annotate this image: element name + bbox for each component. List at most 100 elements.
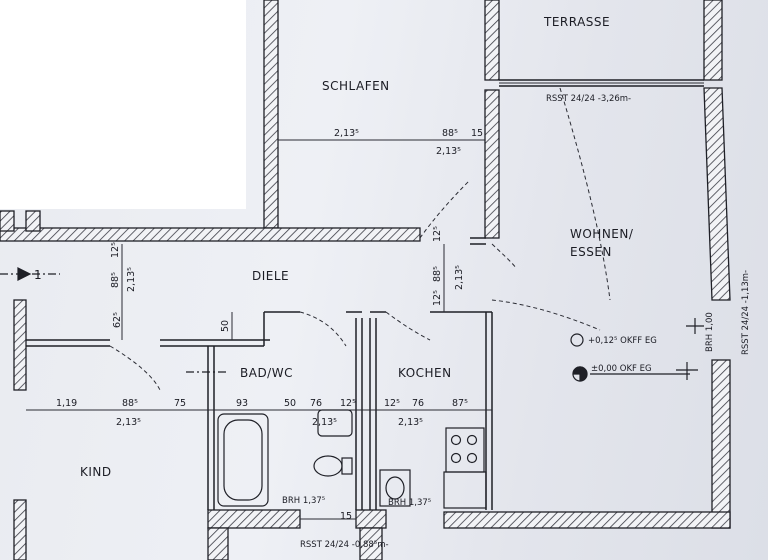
wall-bottom-wohnen — [443, 511, 731, 529]
stove-burner-4-icon — [466, 452, 478, 464]
wall-bottom-mid-pier — [359, 527, 383, 560]
stove-burner-2-icon — [466, 434, 478, 446]
wall-diele-top — [0, 227, 421, 242]
dim-schlafen-wall: 15 — [471, 128, 483, 139]
blank-corner — [0, 0, 246, 209]
brh-kochen-label: BRH 1,37⁵ — [388, 498, 431, 508]
wall-bad-right — [355, 318, 363, 510]
door-kochen-swing — [385, 311, 431, 341]
wohnen-diagonal — [491, 299, 601, 331]
kitchen-sink-icon — [379, 469, 411, 507]
room-labels: TERRASSE SCHLAFEN WOHNEN/ ESSEN DIELE BA… — [80, 15, 634, 479]
rsst-top-label: RSST 24/24 -3,26m- — [546, 94, 631, 104]
dim-bottom-15: 15 — [340, 511, 352, 522]
wall-schlafen-door-jamb — [470, 237, 486, 245]
stove-icon — [445, 427, 485, 473]
bathtub-inner-icon — [223, 419, 263, 501]
level-okf-fill-2-icon — [572, 366, 581, 375]
dimension-labels: 2,13⁵ 88⁵ 2,13⁵ 15 88⁵ 2,13⁵ 12⁵ 12⁵ 88⁵… — [56, 128, 483, 522]
stove-burner-3-icon — [450, 452, 462, 464]
entrance-number: 1 — [34, 268, 42, 282]
dim-bad-door-height: 2,13⁵ — [312, 417, 337, 428]
interior-walls — [26, 79, 704, 510]
room-label-kind: KIND — [80, 465, 112, 479]
room-label-kochen: KOCHEN — [398, 366, 452, 380]
walls — [0, 0, 731, 560]
dim-kind-door-height: 2,13⁵ — [116, 417, 141, 428]
dim-diele-door-width: 88⁵ — [110, 272, 121, 288]
dim-schlafen-door-height: 2,13⁵ — [436, 146, 461, 157]
wall-terrasse-threshold — [499, 79, 704, 87]
door-schlafen-swing — [419, 179, 471, 239]
door-swings — [109, 87, 611, 391]
terrasse-diagonal — [559, 87, 611, 301]
wall-kind-top — [26, 339, 270, 347]
dim-row-75: 75 — [174, 398, 186, 409]
dim-row-50: 50 — [284, 398, 296, 409]
okf-label: ±0,00 OKF EG — [591, 364, 652, 374]
dim-row-76b: 76 — [412, 398, 424, 409]
kitchen-sink-bowl-icon — [385, 476, 405, 500]
wall-schlafen-left — [263, 0, 279, 229]
okff-label: +0,12⁵ OKFF EG — [588, 336, 657, 346]
wall-bad-top — [263, 311, 362, 346]
rsst-bottom-label: RSST 24/24 -0,88⁵m- — [300, 540, 389, 550]
wall-bottom-left-pier — [207, 527, 229, 560]
level-okf-fill-icon — [579, 366, 588, 382]
dim-diele-door-height: 2,13⁵ — [126, 267, 137, 292]
wall-bottom-bad — [207, 509, 301, 529]
wall-stub-left — [0, 210, 15, 232]
stove-burner-1-icon — [450, 434, 462, 446]
annotations: RSST 24/24 -3,26m- RSST 24/24 -1,13m- RS… — [34, 94, 751, 550]
dim-row-76a: 76 — [310, 398, 322, 409]
wall-left-kind-2 — [13, 499, 27, 560]
wall-kochen-right-outer — [711, 359, 731, 529]
kitchen-counter-icon — [443, 471, 487, 509]
dim-schlafen-height: 2,13⁵ — [334, 128, 359, 139]
wall-kochen-right — [485, 312, 493, 510]
dim-schlafen-door-width: 88⁵ — [442, 128, 458, 139]
dim-row-1-19: 1,19 — [56, 398, 77, 409]
dim-corner-door-height: 12⁵ — [432, 226, 443, 242]
room-label-schlafen: SCHLAFEN — [322, 79, 390, 93]
room-label-wohnen: WOHNEN/ — [570, 227, 634, 241]
dim-diele-left-62: 62⁵ — [112, 312, 123, 328]
toilet-icon — [313, 455, 343, 477]
dim-kochen-door-height: 2,13⁵ — [398, 417, 423, 428]
toilet-tank-icon — [341, 457, 353, 475]
door-bad-swing — [299, 311, 347, 347]
door-kind-swing — [109, 345, 161, 391]
dim-row-88: 88⁵ — [122, 398, 138, 409]
fixtures — [217, 409, 487, 509]
wall-bottom-mid — [355, 509, 387, 529]
wall-terrasse-right — [703, 0, 723, 81]
dim-wohnen-door-width: 88⁵ — [432, 266, 443, 282]
dim-row-87: 87⁵ — [452, 398, 468, 409]
room-label-bad: BAD/WC — [240, 366, 293, 380]
door-wohnen-swing — [491, 243, 517, 269]
wall-schlafen-right-lower — [484, 89, 500, 239]
dim-diele-wall: 12⁵ — [110, 242, 121, 258]
dim-wohnen-door-height: 2,13⁵ — [454, 265, 465, 290]
wall-kochen-left — [369, 318, 377, 510]
bathtub-icon — [217, 413, 269, 507]
rsst-right-label: RSST 24/24 -1,13m- — [741, 270, 751, 355]
wall-stub-left-2 — [25, 210, 41, 232]
room-label-diele: DIELE — [252, 269, 289, 283]
wall-wohnen-right — [703, 87, 731, 301]
wall-schlafen-right — [484, 0, 500, 81]
level-markers — [0, 267, 704, 382]
dim-diele-50: 50 — [220, 320, 231, 332]
wall-left-kind-1 — [13, 299, 27, 391]
brh-right-label: BRH 1,00 — [705, 312, 715, 352]
dim-row-12b: 12⁵ — [384, 398, 400, 409]
room-label-essen: ESSEN — [570, 245, 612, 259]
wall-bad-left — [207, 346, 215, 510]
dim-row-93: 93 — [236, 398, 248, 409]
dim-row-12a: 12⁵ — [340, 398, 356, 409]
room-label-terrasse: TERRASSE — [543, 15, 610, 29]
dim-wohnen-wall: 12⁵ — [432, 290, 443, 306]
dimension-lines — [26, 82, 704, 520]
brh-bad-label: BRH 1,37⁵ — [282, 496, 325, 506]
